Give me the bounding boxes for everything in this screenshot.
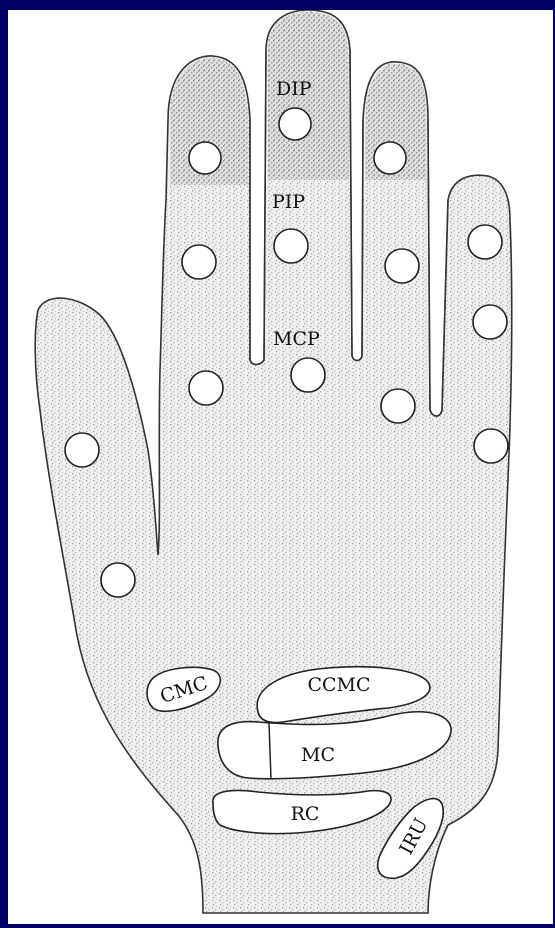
finger-separation: [350, 50, 363, 361]
pip-joint-little: [473, 305, 507, 339]
ccmc-label: CCMC: [307, 674, 370, 696]
pip-joint-ring: [385, 249, 419, 283]
mcp-joint-thumb: [101, 563, 135, 597]
mcp-label: MCP: [273, 328, 320, 350]
mcp-joint-little: [474, 429, 508, 463]
mcp-joint-middle: [291, 358, 325, 392]
hand-joint-diagram: DIP PIP MCP CMC CCMC MC RC IRU: [8, 10, 553, 924]
pip-joint-index: [182, 245, 216, 279]
dip-joint-middle: [279, 108, 311, 140]
pip-joint-middle: [274, 229, 308, 263]
dip-label: DIP: [276, 78, 312, 100]
dip-joint-index: [189, 142, 221, 174]
finger-separation: [250, 50, 266, 365]
diagram-frame: DIP PIP MCP CMC CCMC MC RC IRU: [8, 10, 553, 924]
dip-joint-little: [468, 225, 502, 259]
rc-label: RC: [291, 803, 320, 825]
mcp-joint-ring: [381, 389, 415, 423]
mc-label: MC: [301, 744, 335, 766]
dip-joint-ring: [374, 142, 406, 174]
ip-joint-thumb: [65, 433, 99, 467]
mcp-joint-index: [189, 371, 223, 405]
pip-label: PIP: [272, 191, 305, 213]
